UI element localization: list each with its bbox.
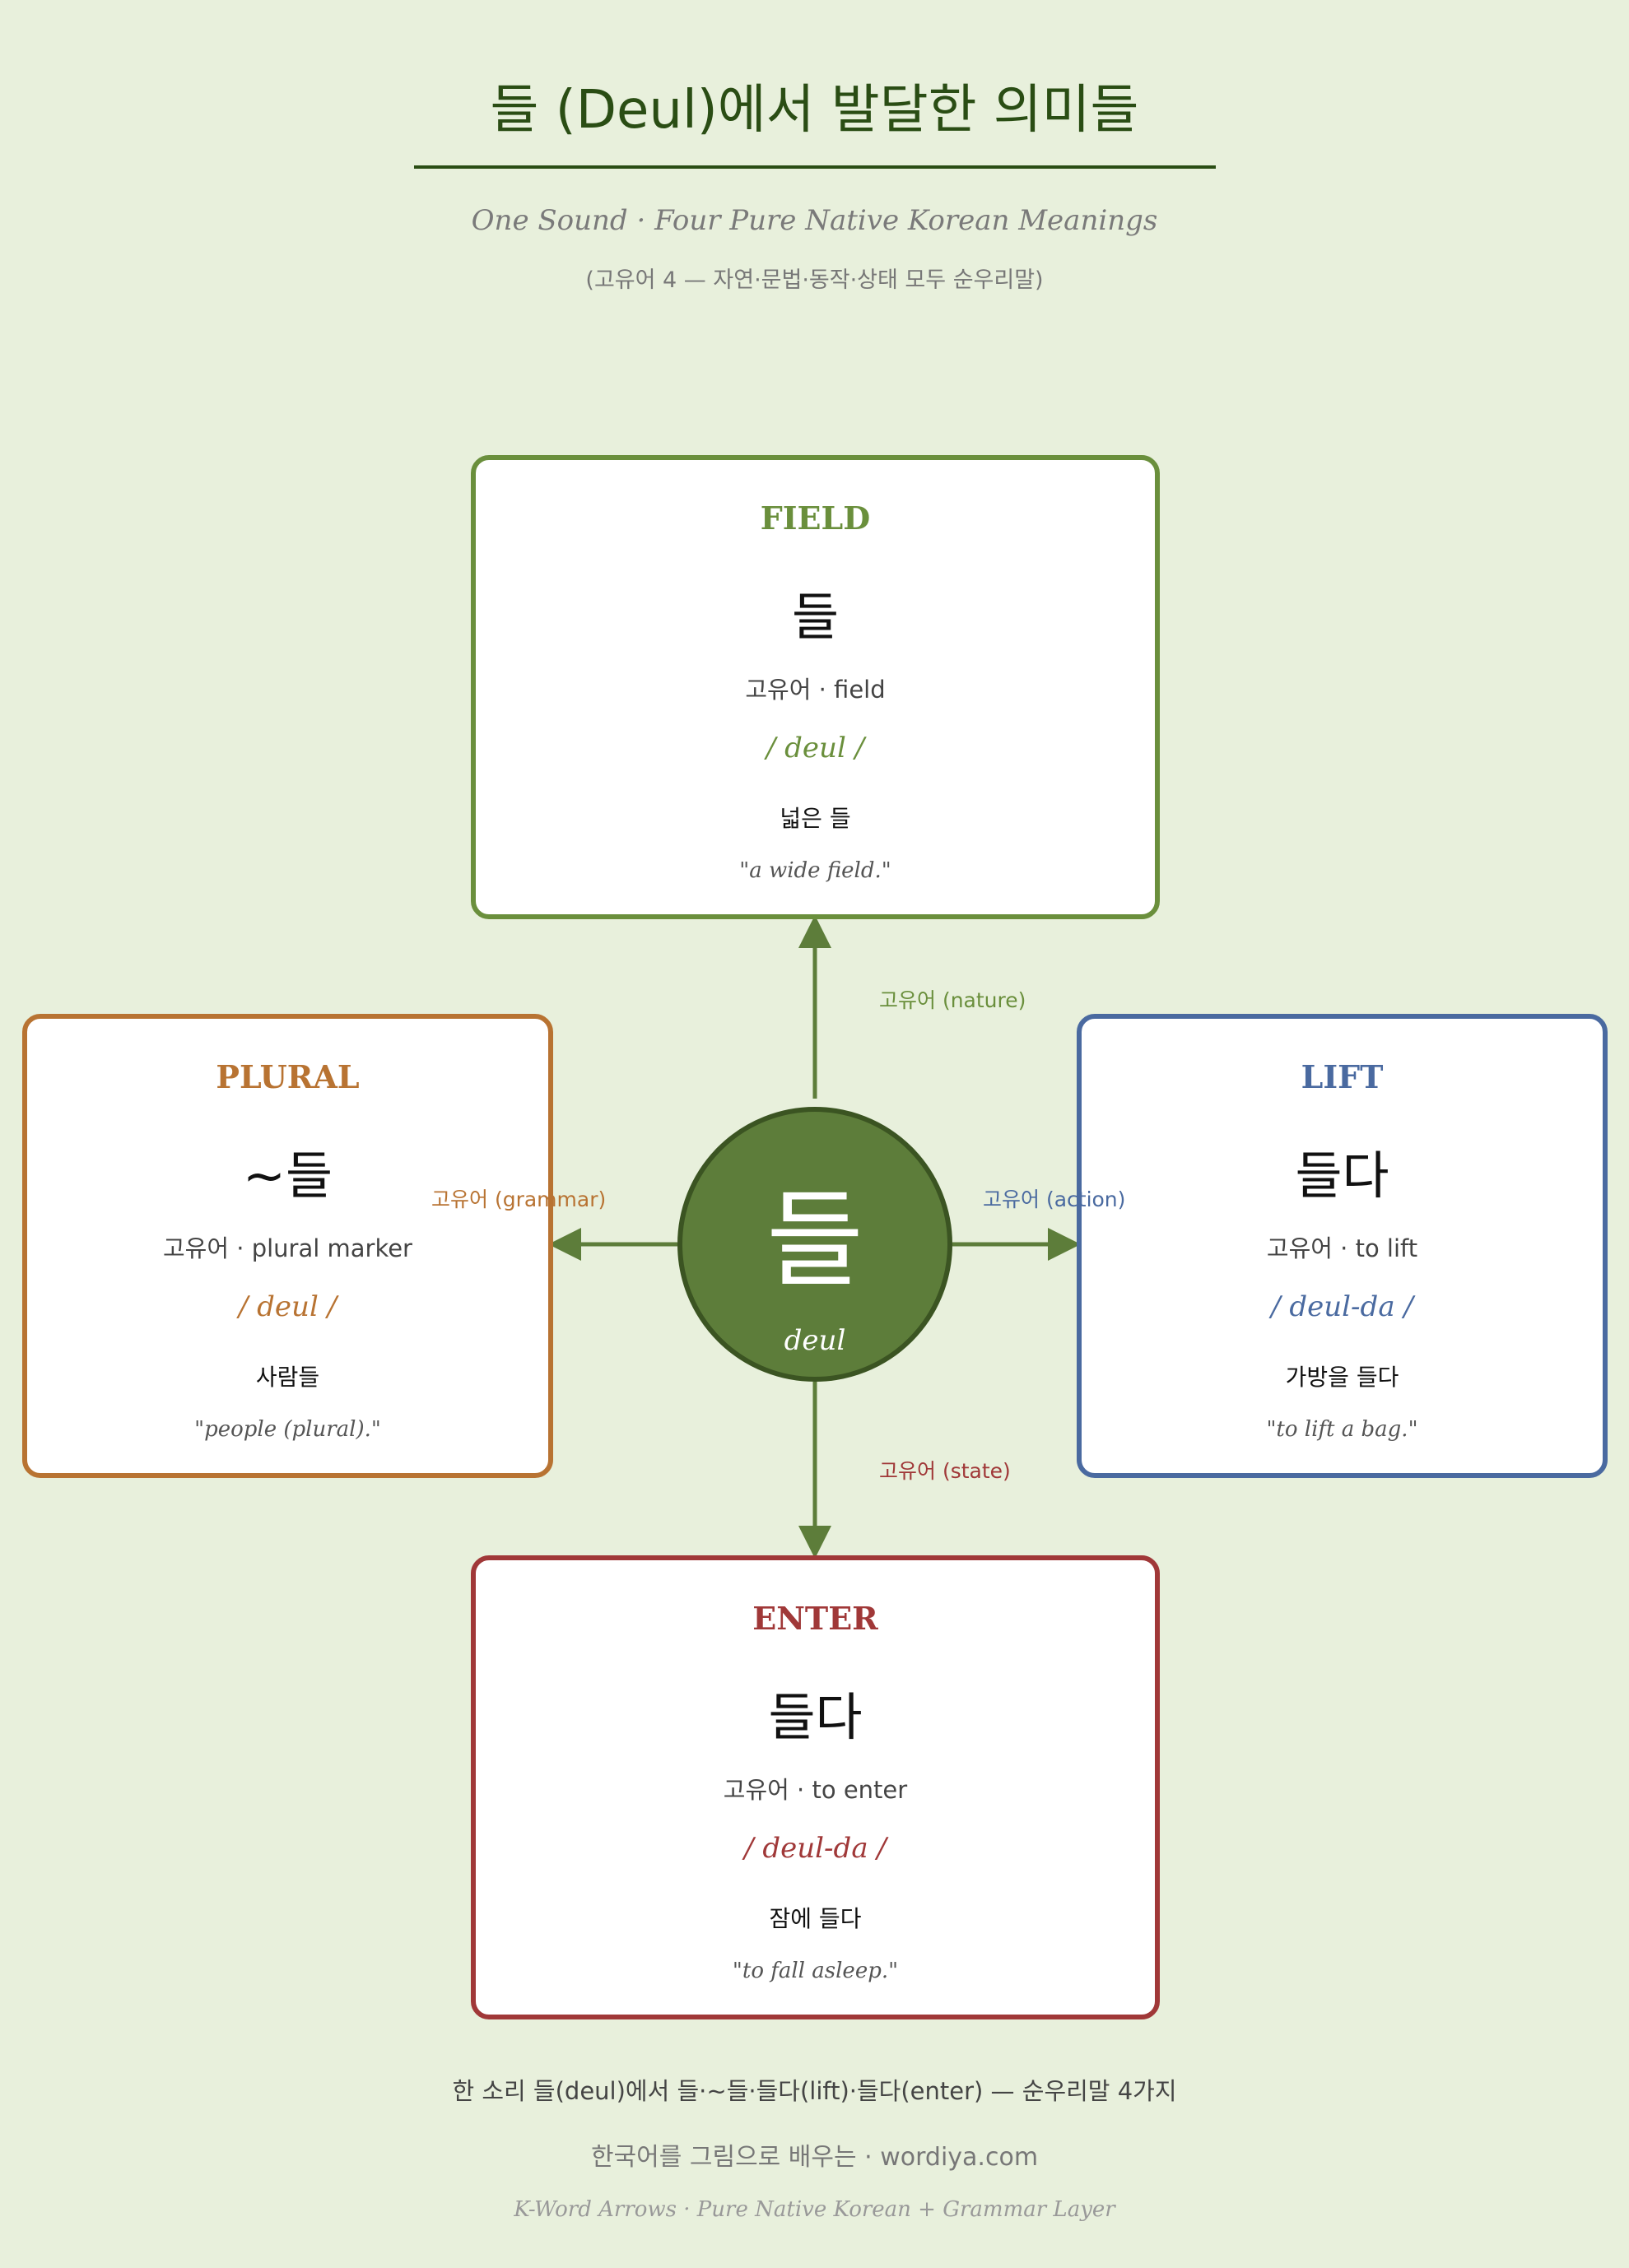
card-plural-translation: "people (plural)." — [194, 1417, 381, 1442]
center-node: 들 deul — [677, 1107, 952, 1382]
card-field-gloss: 고유어 · field — [745, 676, 886, 704]
center-romanization: deul — [784, 1324, 846, 1357]
card-enter-example: 잠에 들다 — [769, 1905, 862, 1932]
card-lift-pronunciation: / deul-da / — [1271, 1290, 1413, 1323]
footer-site: 한국어를 그림으로 배우는 · wordiya.com — [590, 2143, 1039, 2172]
card-field-heading: FIELD — [760, 500, 871, 537]
card-field-example: 넓은 들 — [780, 805, 851, 832]
card-lift-example: 가방을 들다 — [1285, 1364, 1399, 1391]
page-title: 들 (Deul)에서 발달한 의미들 — [490, 80, 1139, 141]
card-lift-heading: LIFT — [1301, 1058, 1384, 1095]
arrow-label-action: 고유어 (action) — [983, 1187, 1126, 1211]
card-lift-gloss: 고유어 · to lift — [1266, 1234, 1418, 1262]
card-plural-pronunciation: / deul / — [238, 1290, 337, 1323]
page-note: (고유어 4 — 자연·문법·동작·상태 모두 순우리말) — [585, 267, 1044, 293]
card-enter-pronunciation: / deul-da / — [744, 1832, 887, 1865]
card-enter-word: 들다 — [768, 1687, 863, 1747]
arrow-label-state: 고유어 (state) — [879, 1459, 1011, 1483]
arrow-label-grammar: 고유어 (grammar) — [431, 1187, 607, 1211]
card-lift: LIFT 들다 고유어 · to lift / deul-da / 가방을 들다… — [1077, 1014, 1608, 1478]
card-field: FIELD 들 고유어 · field / deul / 넓은 들 "a wid… — [471, 455, 1160, 919]
card-field-translation: "a wide field." — [739, 858, 891, 883]
center-character: 들 — [766, 1179, 863, 1302]
footer-summary: 한 소리 들(deul)에서 들·~들·들다(lift)·들다(enter) —… — [452, 2077, 1177, 2105]
card-enter-gloss: 고유어 · to enter — [723, 1776, 908, 1804]
arrow-label-nature: 고유어 (nature) — [879, 988, 1026, 1012]
card-plural-gloss: 고유어 · plural marker — [163, 1234, 412, 1262]
footer-tagline: K-Word Arrows · Pure Native Korean + Gra… — [514, 2197, 1115, 2222]
card-lift-translation: "to lift a bag." — [1266, 1417, 1418, 1442]
card-enter-translation: "to fall asleep." — [732, 1959, 899, 1983]
card-plural-heading: PLURAL — [216, 1058, 360, 1095]
card-field-word: 들 — [791, 587, 840, 647]
title-underline — [414, 165, 1216, 169]
page-subtitle: One Sound · Four Pure Native Korean Mean… — [471, 204, 1158, 237]
card-lift-word: 들다 — [1295, 1146, 1389, 1206]
card-enter-heading: ENTER — [752, 1600, 878, 1637]
card-plural-example: 사람들 — [255, 1364, 320, 1391]
card-enter: ENTER 들다 고유어 · to enter / deul-da / 잠에 들… — [471, 1555, 1160, 2019]
card-field-pronunciation: / deul / — [766, 732, 865, 765]
card-plural-word: ~들 — [243, 1146, 333, 1206]
card-plural: PLURAL ~들 고유어 · plural marker / deul / 사… — [22, 1014, 553, 1478]
